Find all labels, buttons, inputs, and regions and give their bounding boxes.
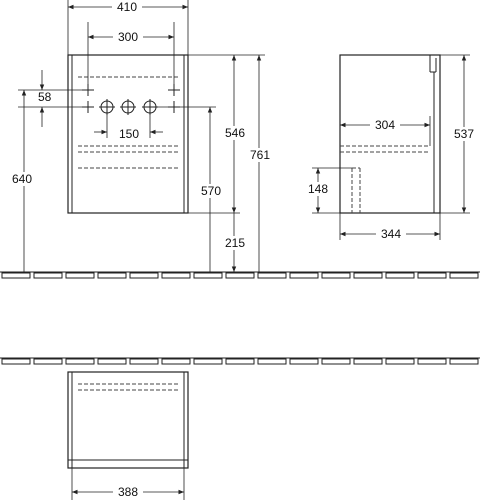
floor-tile xyxy=(417,272,447,279)
dim-hole-spacing-150: 150 xyxy=(119,127,139,141)
floor-line-upper xyxy=(0,271,480,279)
dim-bottom-height-570: 570 xyxy=(201,184,221,198)
floor-tile xyxy=(1,358,31,365)
floor-tile xyxy=(321,272,351,279)
floor-tile xyxy=(257,358,287,365)
floor-tile xyxy=(225,358,255,365)
circle-crosshair-icon xyxy=(99,99,158,115)
floor-tile xyxy=(97,358,127,365)
dim-floor-clearance-215: 215 xyxy=(225,236,245,250)
floor-tile xyxy=(353,358,383,365)
floor-tile xyxy=(193,272,223,279)
floor-tile xyxy=(65,358,95,365)
floor-tile xyxy=(97,272,127,279)
top-cabinet-outline xyxy=(67,371,189,469)
floor-tile xyxy=(1,272,31,279)
floor-tile xyxy=(129,358,159,365)
dim-mount-height-640: 640 xyxy=(12,172,32,186)
floor-tile xyxy=(417,358,447,365)
floor-tile xyxy=(193,358,223,365)
floor-tile xyxy=(449,358,479,365)
floor-tile xyxy=(225,272,255,279)
dimension-labels: 410 300 58 150 640 546 761 570 215 304 5… xyxy=(6,0,479,499)
floor-tile xyxy=(353,272,383,279)
floor-tile xyxy=(321,358,351,365)
dim-width-410: 410 xyxy=(117,0,137,14)
side-cabinet-outline xyxy=(339,54,441,214)
floor-tile xyxy=(65,272,95,279)
dim-depth-344: 344 xyxy=(381,227,401,241)
floor-line-lower xyxy=(0,357,480,365)
floor-tile xyxy=(33,358,63,365)
floor-tile xyxy=(449,272,479,279)
floor-tile xyxy=(385,358,415,365)
floor-tile xyxy=(289,358,319,365)
top-view xyxy=(67,371,189,500)
floor-tile xyxy=(289,272,319,279)
dim-total-height-761: 761 xyxy=(250,148,270,162)
dim-cabinet-height-546: 546 xyxy=(225,126,245,140)
floor-tile xyxy=(161,272,191,279)
side-view xyxy=(312,54,470,240)
floor-tile xyxy=(161,358,191,365)
dim-drawer-width-388: 388 xyxy=(118,485,138,499)
crosshair-icon xyxy=(82,84,180,113)
floor-tile xyxy=(385,272,415,279)
floor-tile xyxy=(129,272,159,279)
dim-hole-spacing-300: 300 xyxy=(118,30,138,44)
floor-tile xyxy=(257,272,287,279)
floor-tile xyxy=(33,272,63,279)
dim-inner-depth-304: 304 xyxy=(375,118,395,132)
dim-siphon-height-148: 148 xyxy=(308,182,328,196)
front-view xyxy=(18,0,265,272)
dim-hole-offset-58: 58 xyxy=(38,90,52,104)
front-cabinet-outline xyxy=(67,54,189,214)
dim-side-height-537: 537 xyxy=(454,127,474,141)
